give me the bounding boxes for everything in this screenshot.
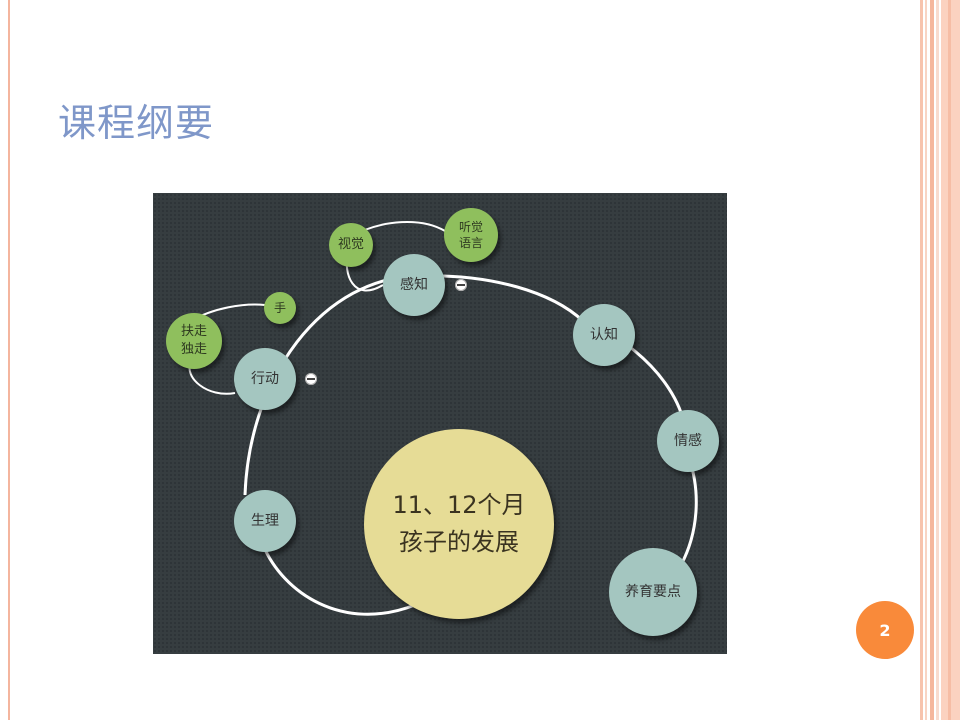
connector-arc xyxy=(679,457,698,566)
node-physiology[interactable]: 生理 xyxy=(234,490,296,552)
node-vision[interactable]: 视觉 xyxy=(329,223,373,267)
node-label: 认知 xyxy=(590,326,618,343)
node-parenting-points[interactable]: 养育要点 xyxy=(609,548,697,636)
node-label: 听觉 语言 xyxy=(458,219,483,250)
node-label: 养育要点 xyxy=(625,583,681,600)
left-border-line xyxy=(8,0,10,720)
right-stripe xyxy=(920,0,923,720)
node-label: 行动 xyxy=(251,370,279,387)
right-stripe xyxy=(925,0,927,720)
node-label: 扶走 独走 xyxy=(180,324,207,357)
collapse-toggle-icon[interactable] xyxy=(455,279,467,291)
node-walking[interactable]: 扶走 独走 xyxy=(166,313,222,369)
right-stripe xyxy=(936,0,939,720)
connector-arc xyxy=(243,274,415,496)
node-label: 生理 xyxy=(251,512,279,529)
node-movement[interactable]: 行动 xyxy=(234,348,296,410)
collapse-toggle-icon[interactable] xyxy=(305,373,317,385)
right-stripe xyxy=(930,0,934,720)
node-hearing-language[interactable]: 听觉 语言 xyxy=(444,208,498,262)
center-node[interactable]: 11、12个月 孩子的发展 xyxy=(364,429,554,619)
node-label: 情感 xyxy=(674,432,702,449)
mind-map-panel: 11、12个月 孩子的发展 感知 认知 情感 养育要点 生理 行动 视觉 听觉 … xyxy=(153,193,727,654)
center-node-line2: 孩子的发展 xyxy=(398,528,519,556)
node-cognition[interactable]: 认知 xyxy=(573,304,635,366)
node-label: 感知 xyxy=(400,276,428,293)
connector-arc xyxy=(261,544,416,616)
node-label: 视觉 xyxy=(337,237,364,253)
node-label: 手 xyxy=(273,300,286,315)
node-emotion[interactable]: 情感 xyxy=(657,410,719,472)
slide-title: 课程纲要 xyxy=(58,101,215,145)
node-perception[interactable]: 感知 xyxy=(383,254,445,316)
center-node-line1: 11、12个月 xyxy=(392,490,526,519)
node-hand[interactable]: 手 xyxy=(264,292,296,324)
page-number-badge: 2 xyxy=(856,601,914,659)
right-stripe xyxy=(948,0,951,720)
